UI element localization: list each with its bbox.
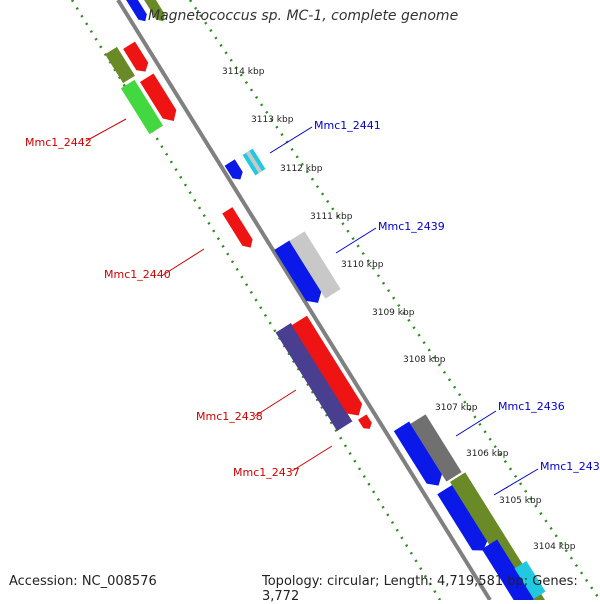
gene-blue-2435	[437, 484, 488, 551]
gene-top-left-partial	[114, 0, 147, 22]
gene-red-2440	[222, 207, 253, 248]
gene-red-2438	[291, 315, 363, 416]
gene-label-mmc1-2441: Mmc1_2441	[314, 119, 381, 132]
leader-line-2436	[455, 410, 497, 437]
gene-label-mmc1-2436: Mmc1_2436	[498, 400, 565, 413]
gene-slate-2438	[275, 323, 353, 431]
gene-label-mmc1-2435: Mmc1_2435	[540, 460, 600, 473]
tick-label: 3107 kbp	[435, 403, 478, 413]
gene-blue-2441	[224, 159, 243, 180]
tick-label: 3105 kbp	[499, 496, 542, 506]
gene-blue-2439	[274, 240, 322, 303]
map-title: Magnetococcus sp. MC-1, complete genome	[148, 8, 459, 24]
genome-backbone	[116, 0, 492, 600]
gene-silver-2439	[289, 231, 341, 299]
gene-cyan-2441	[242, 148, 266, 176]
right-dotted-guide	[188, 0, 600, 600]
gene-red-2442a	[123, 41, 149, 72]
gene-top-right-partial	[132, 0, 165, 22]
tick-label: 3109 kbp	[372, 308, 415, 318]
gene-green-2442	[120, 79, 164, 135]
tick-label: 3104 kbp	[533, 542, 576, 552]
leader-line-2435	[493, 468, 539, 496]
accession-text: Accession: NC_008576	[9, 574, 157, 589]
tick-label: 3110 kbp	[341, 260, 384, 270]
leader-line-2439	[335, 227, 377, 254]
leader-line-2442	[85, 118, 127, 142]
leader-line-2441	[269, 126, 313, 154]
gene-gray-2436	[410, 414, 462, 482]
gene-label-mmc1-2439: Mmc1_2439	[378, 220, 445, 233]
gene-label-mmc1-2437: Mmc1_2437	[233, 466, 300, 479]
gene-blue-bottom	[481, 539, 535, 600]
leader-line-2440	[162, 248, 205, 276]
gene-label-mmc1-2440: Mmc1_2440	[104, 268, 171, 281]
tick-label: 3111 kbp	[310, 212, 353, 222]
gene-cyan-bottom	[514, 561, 546, 599]
gene-olive-2442a	[105, 46, 135, 84]
gene-red-2437	[358, 414, 372, 429]
tick-label: 3114 kbp	[222, 67, 265, 77]
tick-label: 3108 kbp	[403, 355, 446, 365]
gene-red-2442b	[139, 73, 177, 122]
tick-label: 3112 kbp	[280, 164, 323, 174]
leader-line-2437	[291, 445, 333, 472]
gene-label-mmc1-2442: Mmc1_2442	[25, 136, 92, 149]
tick-label: 3113 kbp	[251, 115, 294, 125]
tick-label: 3106 kbp	[466, 449, 509, 459]
leader-line-2438	[254, 389, 297, 417]
gene-blue-2436	[393, 421, 442, 486]
gene-label-mmc1-2438: Mmc1_2438	[196, 410, 263, 423]
